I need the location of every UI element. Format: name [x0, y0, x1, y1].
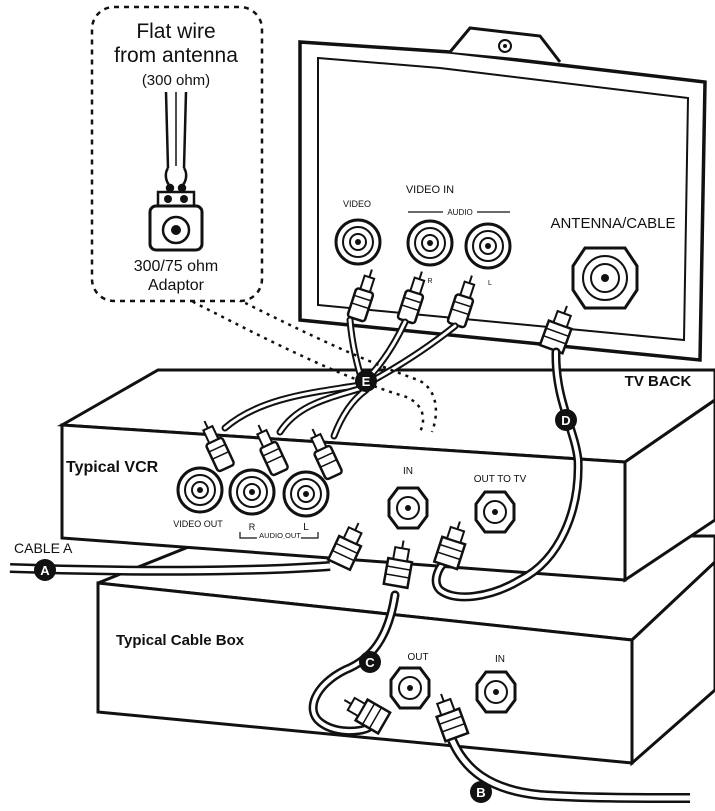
tv-audio-r-jack	[406, 219, 454, 267]
tv-r-label: R	[427, 278, 432, 285]
badge-e: E	[355, 370, 377, 392]
vcr-out-to-tv-label: OUT TO TV	[474, 474, 527, 485]
tv-audio-label: AUDIO	[447, 208, 472, 217]
adaptor-label-2: Adaptor	[148, 277, 205, 294]
adaptor-icon	[148, 190, 204, 252]
vcr-in-label: IN	[403, 466, 413, 477]
vcr-audio-r-jack	[228, 468, 276, 516]
callout-line-1: Flat wire	[136, 20, 215, 43]
vcr-title: Typical VCR	[66, 459, 159, 476]
cable-b	[447, 737, 691, 803]
svg-text:A: A	[40, 563, 50, 578]
vcr-video-out-jack	[176, 466, 224, 514]
svg-text:B: B	[476, 785, 485, 800]
box-out-jack	[389, 666, 431, 710]
vcr-out-to-tv-jack	[474, 490, 516, 534]
vcr-r-label: R	[249, 522, 256, 532]
svg-text:E: E	[362, 374, 371, 389]
tv-l-label: L	[488, 280, 492, 287]
badge-d: D	[555, 409, 577, 431]
flat-wire-icon	[164, 91, 188, 193]
cable-c	[308, 590, 400, 736]
adaptor-callout	[90, 5, 264, 303]
vcr-audio-out-label: AUDIO OUT	[259, 531, 301, 540]
vcr-video-out-label: VIDEO OUT	[173, 519, 223, 529]
box-in-jack	[475, 670, 517, 714]
svg-text:D: D	[561, 413, 570, 428]
vcr-audio-bracket	[239, 532, 319, 539]
tv-video-in-label: VIDEO IN	[406, 184, 454, 196]
badge-c: C	[359, 651, 381, 673]
callout-line-2: from antenna	[114, 44, 238, 67]
badge-a: A	[34, 559, 56, 581]
vcr-in-jack	[387, 486, 429, 530]
box-title: Typical Cable Box	[116, 632, 245, 649]
vcr-audio-l-jack	[282, 470, 330, 518]
box-in-label: IN	[495, 654, 505, 665]
cable-a	[9, 561, 331, 576]
adaptor-label-1: 300/75 ohm	[134, 258, 219, 275]
badge-b: B	[470, 781, 492, 803]
tv-back-label: TV BACK	[625, 373, 692, 390]
tv-video-jack	[334, 218, 382, 266]
callout-line-3: (300 ohm)	[142, 72, 210, 89]
cable-a-label: CABLE A	[14, 540, 73, 556]
vcr-box	[56, 368, 715, 583]
vcr-l-label: L	[303, 522, 309, 533]
tv-antenna-label: ANTENNA/CABLE	[550, 215, 675, 232]
svg-text:C: C	[365, 655, 375, 670]
tv-audio-l-jack	[464, 222, 512, 270]
tv-antenna-jack	[571, 246, 639, 310]
box-out-label: OUT	[407, 652, 428, 663]
tv-video-label: VIDEO	[343, 199, 371, 209]
